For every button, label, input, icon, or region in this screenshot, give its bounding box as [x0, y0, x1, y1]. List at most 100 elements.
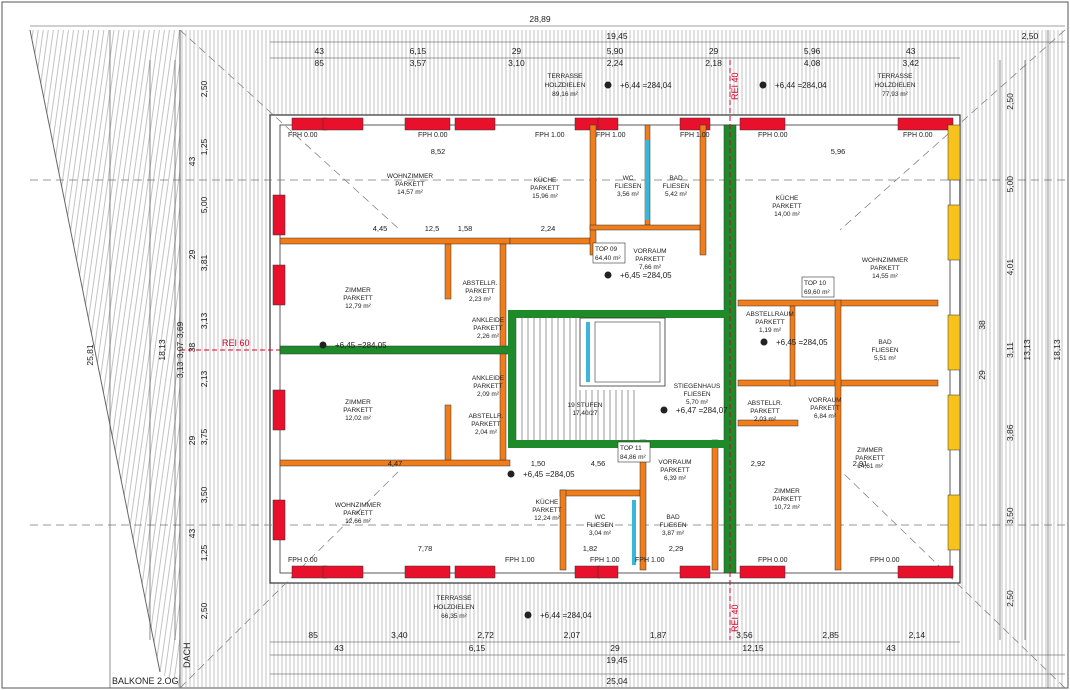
roof-label: DACH	[182, 642, 192, 668]
dim-label: 3,11	[1005, 342, 1015, 358]
room-floor: PARKETT	[473, 383, 503, 390]
fire-rating-left: REI 60	[222, 338, 250, 348]
fph-label: FPH 0.00	[903, 132, 933, 139]
level-value: +6,44 =284,04	[540, 611, 592, 620]
window-bottom	[597, 565, 619, 579]
window-right	[947, 494, 961, 551]
room-name: ZIMMER	[345, 399, 371, 406]
unit-area: 64,40 m²	[595, 255, 621, 262]
dim-left-main: 18,13	[157, 339, 167, 361]
inner-dim: 2,91	[853, 459, 868, 468]
unit-area: 84,86 m²	[620, 454, 646, 461]
inner-dim: 4,45	[373, 224, 388, 233]
fire-rating-bottom: REI 40	[730, 604, 740, 632]
dimension-lines	[30, 25, 1065, 688]
room-area: 3,04 m²	[589, 530, 612, 537]
window-left	[272, 194, 286, 236]
dim-label: 5,00	[1005, 176, 1015, 193]
inner-dim: 12,5	[425, 224, 440, 233]
room-floor: FLIESEN	[871, 347, 898, 354]
room-area: 17,40/27	[572, 410, 598, 417]
dim-label: 2,50	[199, 602, 209, 619]
inner-dim: 2,29	[669, 544, 684, 553]
dim-label: 2,50	[1005, 590, 1015, 607]
room-floor: FLIESEN	[662, 183, 689, 190]
dim-label: 29	[187, 436, 197, 446]
room-name: 19 STUFEN	[567, 402, 602, 409]
room-area: 12,02 m²	[345, 415, 371, 422]
window-bottom	[322, 565, 364, 579]
window-bottom	[679, 565, 711, 579]
dim-label: 3,40	[391, 630, 408, 640]
inner-dim: 5,96	[831, 147, 846, 156]
unit-tag	[592, 242, 626, 264]
room-floor: FLIESEN	[614, 183, 641, 190]
room-floor: PARKETT	[471, 421, 501, 428]
dim-label: 4,01	[1005, 259, 1015, 276]
room-area: 10,72 m²	[774, 504, 800, 511]
dim-label: 2,50	[1005, 93, 1015, 110]
room-floor: PARKETT	[750, 408, 780, 415]
terrace-name: TERRASSE	[877, 73, 913, 80]
dim-label: 3,10	[508, 58, 525, 68]
room-area: 5,70 m²	[686, 399, 709, 406]
room-floor: PARKETT	[343, 407, 373, 414]
window-top	[597, 117, 619, 131]
fph-label: FPH 0.00	[870, 557, 900, 564]
inner-dim: 1,82	[583, 544, 598, 553]
terrace-name: TERRASSE	[436, 595, 472, 602]
dim-label: 43	[886, 643, 896, 653]
dim-label: 2,18	[705, 58, 722, 68]
room-name: ABSTELLRAUM	[746, 311, 794, 318]
room-name: ANKLEIDE	[472, 375, 505, 382]
unit-name: TOP 11	[620, 445, 642, 452]
room-name: KÜCHE	[536, 498, 559, 506]
room-area: 5,51 m²	[874, 355, 897, 362]
dim-label: 3,86	[1005, 424, 1015, 441]
unit-name: TOP 09	[595, 246, 618, 253]
dim-label: 3,75	[199, 428, 209, 445]
room-floor: PARKETT	[395, 181, 425, 188]
terrace-area: 77,93 m²	[882, 91, 908, 98]
room-floor: FLIESEN	[683, 391, 710, 398]
dim-label: 29	[977, 370, 987, 380]
room-area: 1,19 m²	[759, 327, 782, 334]
room-name: WC	[595, 514, 606, 521]
terrace-floor: HOLZDIELEN	[545, 82, 586, 89]
fph-label: FPH 1.00	[680, 132, 710, 139]
room-name: VORRAUM	[658, 459, 691, 466]
room-area: 2,09 m²	[477, 391, 500, 398]
inner-dim: 2,92	[751, 459, 766, 468]
dim-label: 3,50	[1005, 507, 1015, 524]
dim-label: 43	[187, 529, 197, 539]
fph-label: FPH 1.00	[635, 557, 665, 564]
room-floor: FLIESEN	[586, 522, 613, 529]
room-name: ZIMMER	[774, 488, 800, 495]
dim-label: 1,25	[199, 544, 209, 561]
dim-label: 43	[906, 46, 916, 56]
dim-label: 3,50	[199, 486, 209, 503]
dim-label: 12,15	[742, 643, 764, 653]
terrace-floor: HOLZDIELEN	[434, 604, 475, 611]
level-marker-icon	[760, 338, 768, 346]
room-name: STIEGENHAUS	[674, 383, 721, 390]
fph-label: FPH 0.00	[418, 132, 448, 139]
room-floor: PARKETT	[855, 455, 885, 462]
window-top	[454, 117, 496, 131]
dim-right-main2: 18,13	[1052, 339, 1062, 361]
room-name: ZIMMER	[857, 447, 883, 454]
inner-dim: 1,50	[531, 459, 546, 468]
room-area: 12,24 m²	[534, 515, 560, 522]
dim-label: 43	[187, 157, 197, 167]
window-bottom	[291, 565, 328, 579]
